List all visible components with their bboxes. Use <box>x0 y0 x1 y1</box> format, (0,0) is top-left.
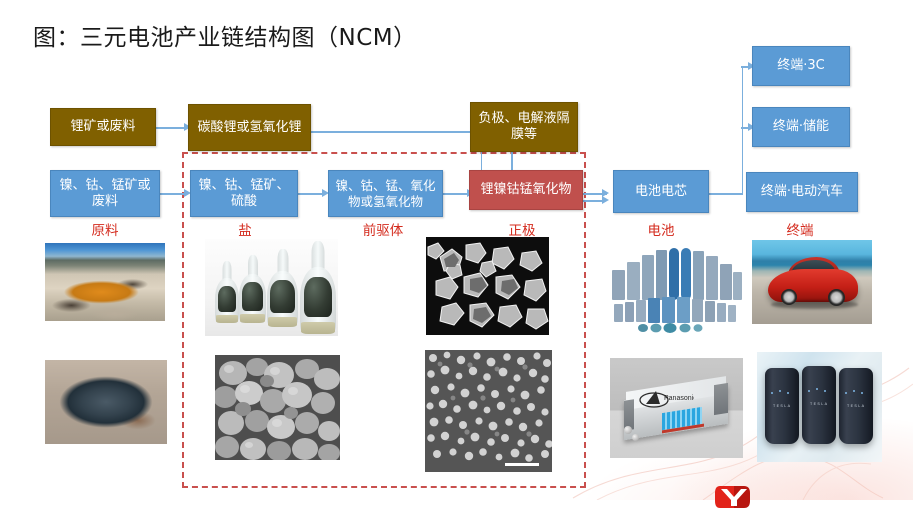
svg-text:Panasonic: Panasonic <box>664 395 694 402</box>
company-logo-icon <box>715 486 750 508</box>
jar-small-2 <box>239 255 266 323</box>
connector-carbonate-right <box>311 131 482 133</box>
connector-bus-to-ess <box>741 127 751 129</box>
caption-battery: 电池 <box>647 223 675 239</box>
arrow-ore-to-carbonate <box>184 122 191 131</box>
node-lithium-ore[interactable]: 锂矿或废料 <box>50 108 156 146</box>
car-front-wheel <box>780 288 797 305</box>
photo-sem-fine-powder <box>425 350 552 472</box>
powerwall-unit-3: TESLA <box>839 368 873 444</box>
connector-carbonate-down <box>480 131 483 185</box>
powerwall-unit-2: TESLA <box>802 366 836 444</box>
node-anode-electrolyte[interactable]: 负极、电解液隔膜等 <box>470 102 578 152</box>
connector-cell-right <box>709 193 743 195</box>
node-terminal-ess[interactable]: 终端·储能 <box>752 107 850 147</box>
core-chain-dashed-region <box>182 152 586 488</box>
arrow-sulfate-to-oxide <box>322 188 329 197</box>
caption-raw-material: 原料 <box>91 223 119 239</box>
photo-battery-module: Panasonic <box>610 358 743 458</box>
connector-terminal-bus <box>741 66 744 194</box>
node-ncm-sulfate[interactable]: 镍、钴、锰矿、硫酸 <box>190 170 298 217</box>
connector-lncm-to-cell <box>583 193 607 195</box>
node-ncm-oxide[interactable]: 镍、钴、锰、氧化物或氢氧化物 <box>328 170 443 217</box>
node-terminal-ev-label: 终端·电动汽车 <box>760 184 844 200</box>
photo-electric-car <box>752 240 872 324</box>
connector-ore-to-carbonate <box>156 127 186 129</box>
node-lncm-oxide-label: 锂镍钴锰氧化物 <box>480 182 572 198</box>
node-ncm-ore-label: 镍、钴、锰矿或废料 <box>59 177 151 209</box>
photo-powerwall: TESLA TESLA TESLA <box>757 352 882 462</box>
photo-sem-precursor <box>215 355 340 460</box>
photo-battery-cells <box>608 240 743 335</box>
car-shadow <box>771 300 858 309</box>
arrow-anode-to-cell <box>602 195 609 204</box>
photo-sem-cathode <box>426 237 549 335</box>
jar-small-1 <box>215 261 239 323</box>
photo-brine-lake <box>45 243 165 321</box>
module-bolt-right <box>632 434 639 441</box>
module-bolt-left <box>624 426 632 434</box>
node-ncm-sulfate-label: 镍、钴、锰矿、硫酸 <box>198 177 290 209</box>
connector-sulfate-to-oxide <box>298 193 324 195</box>
node-battery-cell[interactable]: 电池电芯 <box>613 170 709 213</box>
caption-precursor: 前驱体 <box>362 223 404 239</box>
connector-bus-to-3c <box>741 66 751 68</box>
node-lithium-carbonate[interactable]: 碳酸锂或氢氧化锂 <box>188 104 311 151</box>
node-ncm-ore[interactable]: 镍、钴、锰矿或废料 <box>50 170 160 217</box>
photo-powder-jars <box>205 239 338 336</box>
node-anode-electrolyte-label: 负极、电解液隔膜等 <box>478 111 570 142</box>
node-terminal-ev[interactable]: 终端·电动汽车 <box>746 172 858 212</box>
page-title: 图：三元电池产业链结构图（NCM） <box>33 25 417 51</box>
jar-large <box>300 241 336 334</box>
diagram-canvas: 图：三元电池产业链结构图（NCM） 锂矿或废料 碳酸锂或氢氧化锂 负极、电解液隔… <box>33 25 913 508</box>
node-lithium-carbonate-label: 碳酸锂或氢氧化锂 <box>197 119 302 135</box>
node-lncm-oxide[interactable]: 锂镍钴锰氧化物 <box>469 170 583 210</box>
node-terminal-3c[interactable]: 终端·3C <box>752 46 850 86</box>
jar-medium <box>267 249 298 327</box>
powerwall-unit-1: TESLA <box>765 368 799 444</box>
car-rear-wheel <box>827 288 845 306</box>
arrow-lncm-to-cell <box>602 188 609 197</box>
node-terminal-3c-label: 终端·3C <box>777 58 825 74</box>
photo-black-ore <box>45 360 167 444</box>
module-right-end <box>714 382 728 416</box>
node-lithium-ore-label: 锂矿或废料 <box>70 119 136 135</box>
caption-cathode: 正极 <box>508 223 536 239</box>
arrow-to-terminal-ess <box>748 122 755 131</box>
connector-ncmore-to-sulfate <box>160 193 186 195</box>
connector-oxide-to-lncm <box>443 193 469 195</box>
arrow-ncmore-to-sulfate <box>184 188 191 197</box>
panasonic-logo-icon: Panasonic <box>639 391 694 408</box>
arrow-to-terminal-3c <box>748 61 755 70</box>
caption-salt: 盐 <box>238 223 252 239</box>
node-terminal-ess-label: 终端·储能 <box>772 119 830 135</box>
node-ncm-oxide-label: 镍、钴、锰、氧化物或氢氧化物 <box>335 178 436 209</box>
caption-terminal: 终端 <box>786 223 814 239</box>
node-battery-cell-label: 电池电芯 <box>634 183 687 199</box>
